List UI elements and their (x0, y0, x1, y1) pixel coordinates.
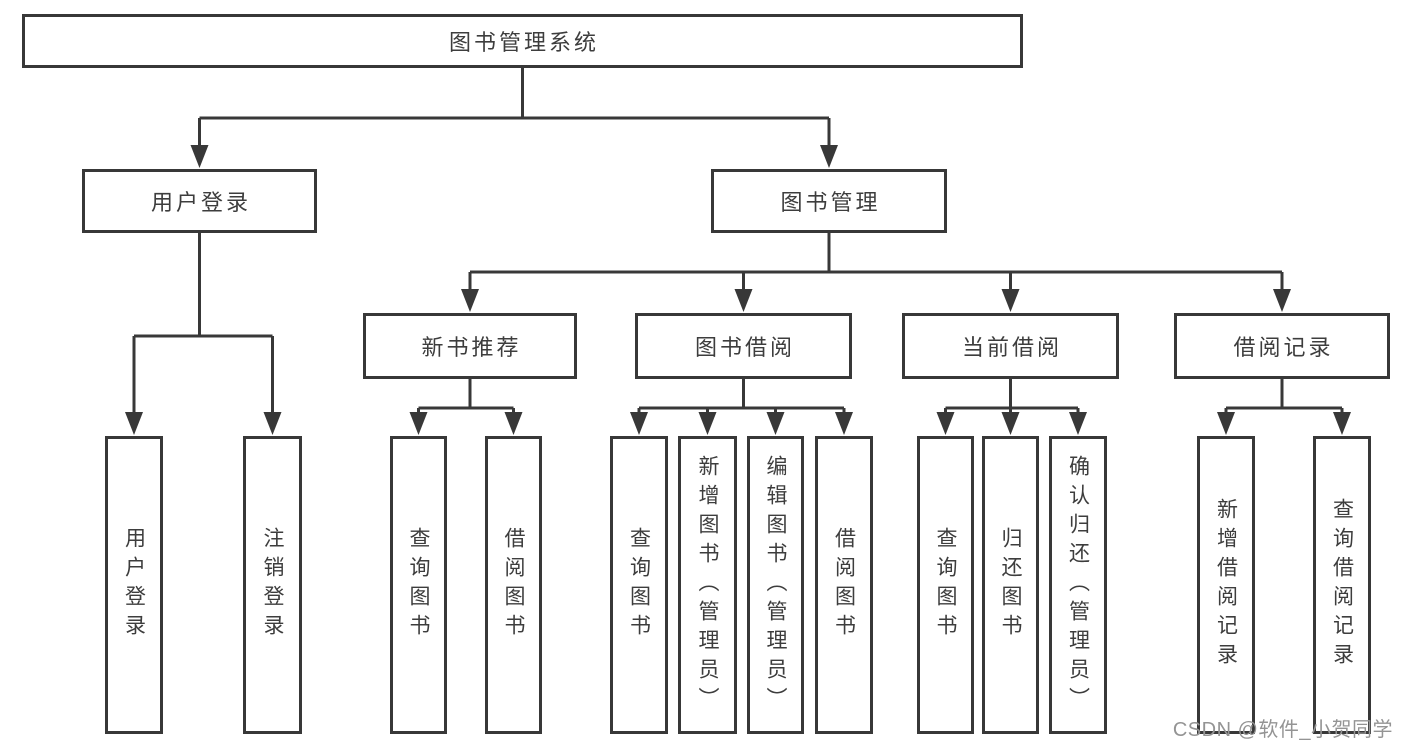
node-label-root: 图书管理系统 (448, 30, 599, 55)
arrowhead-icon (820, 145, 838, 168)
arrowhead-icon (1217, 412, 1235, 435)
arrowhead-icon (190, 145, 209, 168)
node-leaf-confirm-return: 确认归还（管理员） (1049, 436, 1107, 734)
edge-new-book-rec (409, 379, 523, 435)
arrowhead-icon (263, 412, 282, 435)
node-leaf-logout: 注销登录 (243, 436, 302, 734)
edge-path-borrow-record (1224, 379, 1344, 418)
csdn-watermark: CSDN @软件_小贺同学 (1172, 719, 1393, 741)
node-label-leaf-query-book-2: 查询图书 (627, 527, 651, 643)
arrowhead-icon (630, 412, 648, 435)
node-leaf-add-record: 新增借阅记录 (1197, 436, 1255, 734)
node-label-leaf-return-book: 归还图书 (999, 527, 1022, 643)
arrowhead-icon (125, 412, 143, 435)
node-label-leaf-logout: 注销登录 (261, 527, 284, 643)
node-new-book-rec: 新书推荐 (363, 313, 577, 379)
arrowhead-icon (835, 412, 853, 435)
node-leaf-add-book: 新增图书（管理员） (678, 436, 737, 734)
node-label-leaf-confirm-return: 确认归还（管理员） (1066, 454, 1090, 716)
node-book-mgmt: 图书管理 (711, 169, 947, 233)
node-current-borrow: 当前借阅 (902, 313, 1119, 379)
node-user-login: 用户登录 (82, 169, 317, 233)
node-label-leaf-borrow-book-2: 借阅图书 (832, 527, 856, 643)
arrowhead-icon (1001, 289, 1020, 312)
edge-path-book-mgmt (468, 233, 1284, 295)
arrowhead-icon (766, 412, 785, 435)
node-label-new-book-rec: 新书推荐 (421, 335, 522, 360)
node-label-leaf-query-book-1: 查询图书 (407, 527, 430, 643)
edge-path-user-login (132, 233, 274, 418)
edge-book-borrow (630, 379, 853, 435)
edge-user-login (125, 233, 282, 435)
edge-borrow-record (1217, 379, 1351, 435)
arrowhead-icon (1273, 289, 1291, 312)
arrowhead-icon (1001, 412, 1020, 435)
arrowhead-icon (461, 289, 479, 312)
node-leaf-borrow-book-2: 借阅图书 (815, 436, 873, 734)
arrowhead-icon (504, 412, 523, 435)
node-leaf-user-login: 用户登录 (105, 436, 163, 734)
node-leaf-query-record: 查询借阅记录 (1313, 436, 1371, 734)
node-leaf-query-book-2: 查询图书 (610, 436, 668, 734)
node-label-borrow-record: 借阅记录 (1233, 335, 1334, 360)
arrowhead-icon (1333, 412, 1351, 435)
edge-path-root (198, 68, 831, 151)
edge-path-new-book-rec (417, 379, 515, 418)
node-label-book-mgmt: 图书管理 (780, 190, 881, 215)
arrowhead-icon (1069, 412, 1087, 435)
node-label-leaf-query-book-3: 查询图书 (934, 527, 957, 643)
arrowhead-icon (734, 289, 753, 312)
edge-root (190, 68, 838, 168)
node-label-leaf-edit-book: 编辑图书（管理员） (764, 454, 787, 716)
node-label-leaf-query-record: 查询借阅记录 (1330, 498, 1354, 672)
node-label-leaf-add-record: 新增借阅记录 (1214, 498, 1238, 672)
node-label-leaf-user-login: 用户登录 (122, 527, 146, 643)
edge-book-mgmt (461, 233, 1291, 312)
node-leaf-query-book-3: 查询图书 (917, 436, 974, 734)
node-label-book-borrow: 图书借阅 (694, 335, 795, 360)
node-borrow-record: 借阅记录 (1174, 313, 1390, 379)
edge-current-borrow (936, 379, 1087, 435)
node-label-current-borrow: 当前借阅 (961, 335, 1062, 360)
node-root: 图书管理系统 (22, 14, 1023, 68)
arrowhead-icon (409, 412, 428, 435)
node-label-user-login: 用户登录 (150, 190, 251, 215)
node-leaf-edit-book: 编辑图书（管理员） (747, 436, 804, 734)
node-leaf-borrow-book-1: 借阅图书 (485, 436, 542, 734)
node-leaf-query-book-1: 查询图书 (390, 436, 447, 734)
node-leaf-return-book: 归还图书 (982, 436, 1039, 734)
node-book-borrow: 图书借阅 (635, 313, 852, 379)
node-label-leaf-add-book: 新增图书（管理员） (696, 454, 719, 716)
node-label-leaf-borrow-book-1: 借阅图书 (502, 527, 525, 643)
arrowhead-icon (936, 412, 955, 435)
arrowhead-icon (698, 412, 717, 435)
